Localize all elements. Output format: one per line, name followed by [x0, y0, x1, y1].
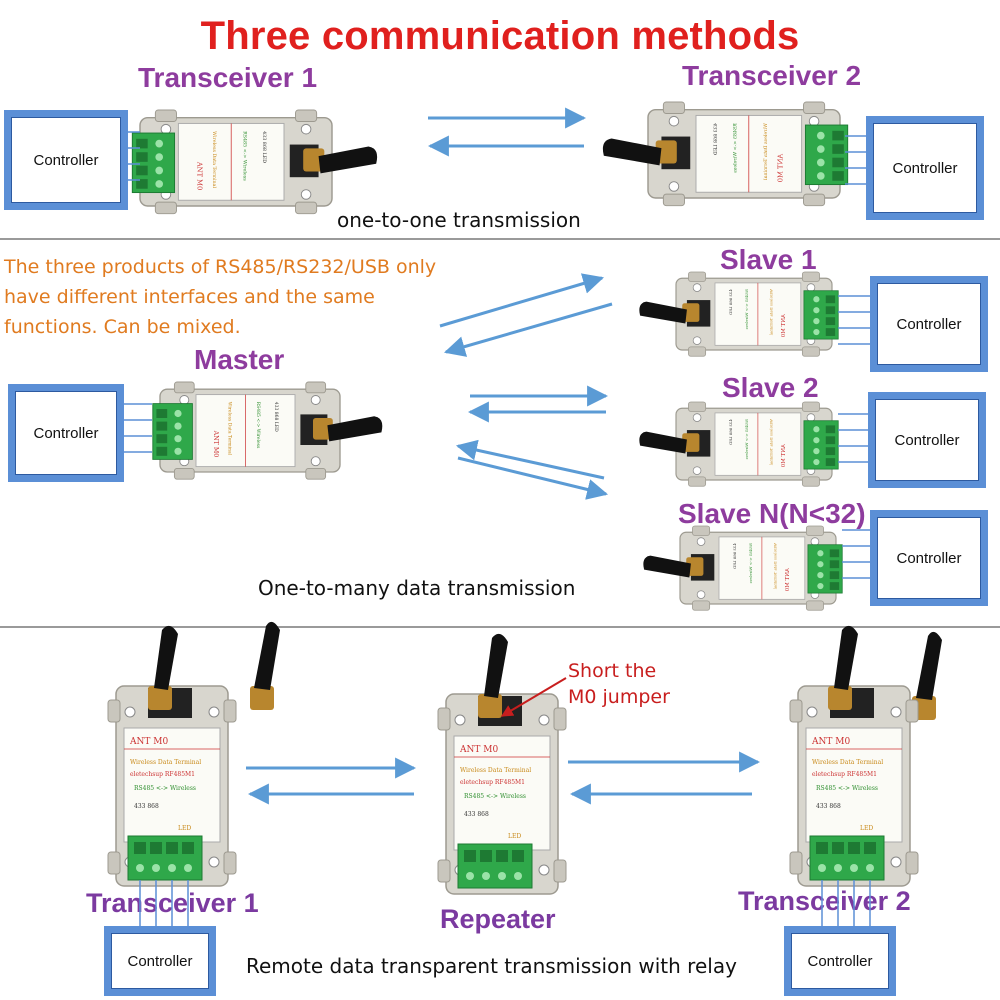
master-module [152, 381, 383, 480]
relay-transceiver-2-label: Transceiver 2 [738, 886, 911, 916]
controller-left: Controller [4, 110, 128, 210]
slave-wires [838, 295, 870, 579]
arrow-to-slave-n [457, 456, 609, 500]
page-title: Three communication methods [200, 14, 800, 58]
repeater-label: Repeater [440, 904, 556, 934]
section-divider-1 [0, 238, 1000, 240]
slave-n-label: Slave N(N<32) [678, 498, 866, 529]
slave-1-label: Slave 1 [720, 244, 817, 275]
controller-relay-right: Controller [784, 926, 896, 996]
controller-label: Controller [11, 117, 121, 203]
relay-caption: Remote data transparent transmission wit… [246, 954, 737, 978]
controller-left-wires [128, 131, 140, 181]
slave-2-label: Slave 2 [722, 372, 819, 403]
controller-right: Controller [866, 116, 984, 220]
slave-2-module [638, 401, 839, 487]
arrow-from-slave-n [455, 439, 605, 480]
jumper-note: Short the M0 jumper [568, 658, 670, 710]
slave-n-module [642, 525, 843, 611]
relay-transceiver-1-module [107, 621, 280, 887]
controller-relay-left: Controller [104, 926, 216, 996]
jumper-note-line: M0 jumper [568, 686, 670, 708]
section-divider-2 [0, 626, 1000, 628]
controller-label: Controller [15, 391, 117, 475]
relay-transceiver-2-module [789, 685, 919, 887]
transceiver-1-label: Transceiver 1 [138, 62, 318, 93]
one-to-many-caption: One-to-many data transmission [258, 576, 576, 600]
controller-slave-n: Controller [870, 510, 988, 606]
transceiver-2-module [602, 101, 849, 207]
relay-left-wires [139, 880, 189, 926]
transceiver-2-label: Transceiver 2 [682, 60, 862, 91]
antenna [828, 625, 858, 710]
master-wires [124, 403, 152, 453]
controller-label: Controller [111, 933, 209, 989]
controller-right-wires [845, 135, 866, 185]
note-line: The three products of RS485/RS232/USB on… [4, 256, 437, 278]
controller-label: Controller [791, 933, 889, 989]
jumper-pointer [500, 677, 567, 717]
controller-slave-2: Controller [868, 392, 986, 488]
controller-slave-1: Controller [870, 276, 988, 372]
controller-label: Controller [873, 123, 977, 213]
controller-label: Controller [875, 399, 979, 481]
antenna [148, 625, 178, 710]
controller-label: Controller [877, 283, 981, 365]
arrow-from-slave-1 [443, 302, 613, 357]
controller-label: Controller [877, 517, 981, 599]
note-line: have different interfaces and the same [4, 286, 375, 308]
note-line: functions. Can be mixed. [4, 316, 241, 338]
slave-1-module [638, 271, 839, 357]
master-label: Master [194, 344, 285, 375]
transceiver-1-module [131, 109, 378, 215]
arrow-to-slave-1 [439, 273, 605, 328]
controller-master: Controller [8, 384, 124, 482]
one-to-one-caption: one-to-one transmission [337, 208, 581, 232]
interface-note: The three products of RS485/RS232/USB on… [4, 252, 436, 342]
antenna [478, 633, 508, 718]
jumper-note-line: Short the [568, 660, 657, 682]
relay-right-wires [821, 880, 871, 926]
